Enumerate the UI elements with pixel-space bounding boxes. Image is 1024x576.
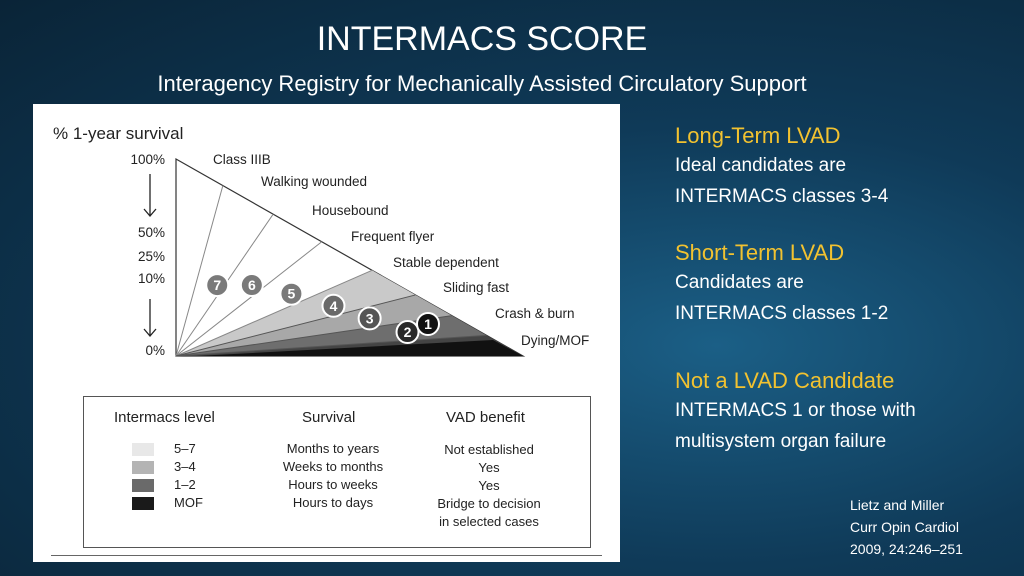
section-line: INTERMACS 1 or those with [675,400,916,421]
boundary-ray [175,269,373,357]
section-heading: Not a LVAD Candidate [675,368,895,393]
legend-swatch [132,497,154,510]
legend-swatch [132,479,154,492]
badge-2-circle [395,320,420,345]
down-arrow-head [143,328,157,337]
citation: Lietz and Miller Curr Opin Cardiol 2009,… [850,494,963,560]
legend-row: 5–7 Months to years Not established [84,441,590,459]
legend-row: 1–2 Hours to weeks Yes [84,477,590,495]
boundary-ray [175,334,487,357]
legend-survival: Hours to weeks [288,477,378,492]
legend-row: 3–4 Weeks to months Yes [84,459,590,477]
citation-journal: Curr Opin Cardiol [850,519,959,535]
legend-swatch [132,443,154,456]
citation-volume: 2009, 24:246–251 [850,541,963,557]
intermacs-triangle-diagram: % 1-year survival 100% 50% 25% 10% 0% 7 6 5 4 3 2… [53,124,589,358]
legend-vad-benefit: Not established [444,442,534,457]
section-line: INTERMACS classes 3-4 [675,186,889,207]
legend-row: MOF Hours to days Bridge to decision in sel… [84,495,590,529]
section-line: multisystem organ failure [675,431,887,452]
legend-vad-benefit: Yes [478,460,500,475]
badge-1-number: 1 [424,316,432,332]
section-line: Candidates are [675,272,804,293]
badge-3-number: 3 [366,310,374,326]
legend-swatch [132,461,154,474]
badge-4-number: 4 [330,298,338,314]
legend-header-level: Intermacs level [114,409,215,426]
profile-label: Sliding fast [443,280,509,295]
not-lvad-candidate-section: Not a LVAD Candidate INTERMACS 1 or thos… [675,367,1005,457]
legend-level: 1–2 [174,477,196,492]
legend-survival: Months to years [286,441,380,456]
divider [51,555,602,556]
yaxis-label: 25% [138,249,165,264]
slide-title: INTERMACS SCORE [316,20,648,58]
badge-1-circle [416,312,440,336]
boundary-ray [175,185,224,357]
profile-label: Class IIIB [213,152,271,167]
figure-panel: % 1-year survival 100% 50% 25% 10% 0% 7 6 5 4 3 2… [33,104,620,562]
badge-7-circle [205,273,230,298]
legend-level: MOF [174,495,203,510]
section-heading: Short-Term LVAD [675,240,845,265]
legend-vad-benefit: Bridge to decision [437,496,541,511]
legend-vad-benefit: Yes [478,478,500,493]
profile-label: Walking wounded [261,174,367,189]
badge-6-circle [239,273,264,298]
legend-level: 3–4 [174,459,196,474]
section-line: Ideal candidates are [675,155,847,176]
profile-wedge-4 [176,270,416,356]
boundary-ray [175,241,323,357]
long-term-lvad-section: Long-Term LVAD Ideal candidates are INTE… [675,122,1005,212]
yaxis-title: % 1-year survival [53,124,183,143]
legend-survival: Weeks to months [282,459,384,474]
badge-7-number: 7 [213,277,221,293]
short-term-lvad-section: Short-Term LVAD Candidates are INTERMACS… [675,239,1005,329]
profile-label: Stable dependent [393,255,499,270]
section-heading: Long-Term LVAD [675,123,841,148]
legend-level: 5–7 [174,441,196,456]
yaxis-label: 0% [145,343,165,358]
profile-label: Dying/MOF [521,333,589,348]
badge-2-number: 2 [404,324,412,340]
badge-5-circle [279,281,304,306]
badge-5-number: 5 [288,286,296,302]
profile-label: Housebound [312,203,389,218]
profile-label: Crash & burn [495,306,575,321]
badge-6-number: 6 [248,277,256,293]
mof-strip [196,340,523,356]
legend-header-survival: Survival [302,409,356,426]
profile-label: Frequent flyer [351,229,435,244]
profile-wedge-3 [176,294,452,356]
yaxis-label: 50% [138,225,165,240]
boundary-ray [175,294,416,357]
legend-table: Intermacs level Survival VAD benefit 5–7… [83,396,591,548]
legend-header-vad: VAD benefit [446,409,525,426]
badge-3-circle [357,306,382,331]
yaxis-label: 10% [138,271,165,286]
slide-subtitle: Interagency Registry for Mechanically As… [157,71,807,96]
badge-4-circle [321,293,346,318]
yaxis-label: 100% [130,152,165,167]
legend-survival: Hours to days [292,495,374,510]
citation-authors: Lietz and Miller [850,497,945,513]
legend-vad-benefit: in selected cases [439,514,539,529]
section-line: INTERMACS classes 1-2 [675,303,889,324]
down-arrow-head [143,208,157,217]
